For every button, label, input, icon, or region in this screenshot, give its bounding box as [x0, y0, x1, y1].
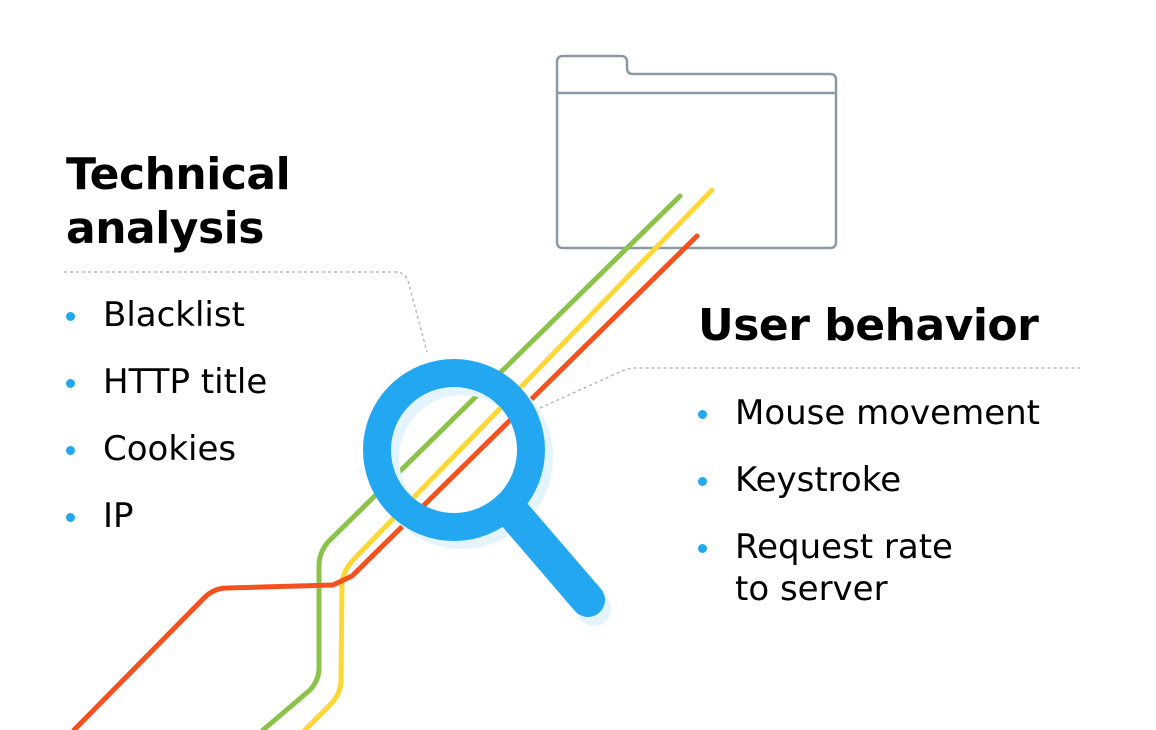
technical-analysis-list: Blacklist HTTP title Cookies IP — [66, 294, 267, 562]
line-yellow — [301, 187, 715, 730]
connector-lines — [64, 271, 1080, 409]
magnifier-ring — [363, 359, 545, 541]
list-item: IP — [66, 495, 267, 562]
connector-user — [539, 367, 1080, 409]
user-behavior-list: Mouse movement Keystroke Request rate to… — [698, 392, 1040, 635]
bullet-dot — [66, 513, 75, 522]
technical-title-line1: Technical — [66, 149, 291, 200]
bullet-dot — [66, 446, 75, 455]
user-behavior-title: User behavior — [698, 300, 1039, 351]
line-red — [71, 233, 700, 730]
list-item-label: Keystroke — [735, 460, 902, 500]
technical-analysis-title: Technical analysis — [66, 148, 386, 256]
bullet-dot — [66, 312, 75, 321]
list-item-label: Request rate — [735, 527, 953, 567]
line-green — [260, 193, 683, 730]
list-item: Blacklist — [66, 294, 267, 361]
bullet-dot — [698, 410, 707, 419]
bullet-dot — [698, 477, 707, 486]
list-item: Keystroke — [698, 459, 1040, 501]
list-item: Cookies — [66, 428, 267, 495]
list-item-label: Cookies — [103, 429, 237, 469]
bullet-dot — [698, 544, 707, 553]
list-item-label-continued: to server — [735, 569, 888, 609]
list-item: Mouse movement — [698, 392, 1040, 434]
list-item: Request rate to server — [698, 526, 1040, 610]
list-item-label: Mouse movement — [735, 393, 1041, 433]
magnifying-glass-icon — [363, 359, 611, 626]
magnifier-handle — [497, 497, 605, 617]
list-item-label: HTTP title — [103, 362, 268, 402]
list-item-label: IP — [103, 496, 134, 536]
technical-title-line2: analysis — [66, 203, 264, 254]
list-item: HTTP title — [66, 361, 267, 428]
connector-technical — [64, 271, 428, 353]
traffic-lines — [71, 187, 715, 730]
bullet-dot — [66, 379, 75, 388]
list-item-label: Blacklist — [103, 295, 245, 335]
folder-icon — [555, 54, 838, 250]
